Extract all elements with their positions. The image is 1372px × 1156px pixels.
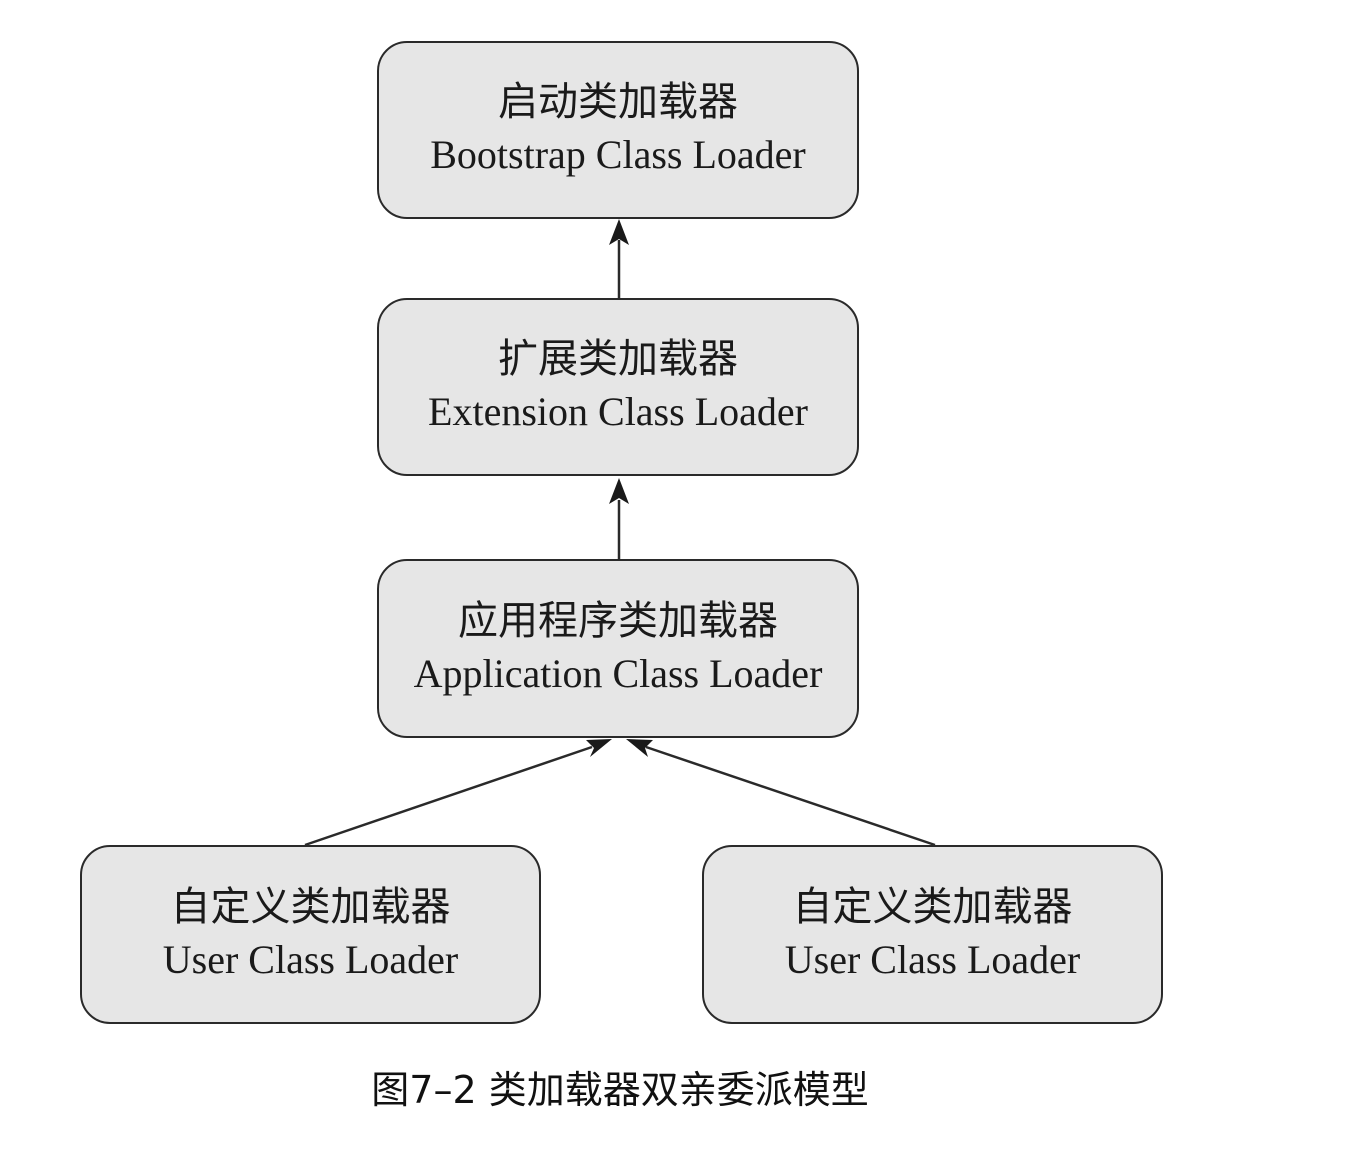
user-class-loader-box-left: 自定义类加载器 User Class Loader bbox=[80, 845, 541, 1024]
bootstrap-class-loader-box: 启动类加载器 Bootstrap Class Loader bbox=[377, 41, 859, 219]
application-class-loader-box: 应用程序类加载器 Application Class Loader bbox=[377, 559, 859, 738]
user2-label-en: User Class Loader bbox=[784, 936, 1081, 982]
arrowhead-extension bbox=[609, 478, 629, 504]
arrow-user1-to-application bbox=[304, 745, 593, 847]
user1-label-zh: 自定义类加载器 bbox=[170, 883, 451, 930]
arrowhead-application-right bbox=[626, 739, 653, 757]
bootstrap-label-en: Bootstrap Class Loader bbox=[430, 132, 806, 177]
arrowhead-application-left bbox=[586, 739, 612, 757]
arrowhead-bootstrap bbox=[609, 219, 629, 245]
application-label-en: Application Class Loader bbox=[413, 650, 823, 696]
extension-label-en: Extension Class Loader bbox=[428, 389, 808, 434]
extension-label-zh: 扩展类加载器 bbox=[498, 336, 738, 382]
bootstrap-label-zh: 启动类加载器 bbox=[498, 79, 738, 125]
extension-class-loader-box: 扩展类加载器 Extension Class Loader bbox=[377, 298, 859, 476]
user1-label-en: User Class Loader bbox=[162, 936, 459, 982]
figure-caption: 图7–2 类加载器双亲委派模型 bbox=[371, 1068, 869, 1112]
arrow-user2-to-application bbox=[645, 745, 936, 847]
user-class-loader-box-right: 自定义类加载器 User Class Loader bbox=[702, 845, 1163, 1024]
application-label-zh: 应用程序类加载器 bbox=[458, 597, 778, 644]
user2-label-zh: 自定义类加载器 bbox=[792, 883, 1073, 930]
